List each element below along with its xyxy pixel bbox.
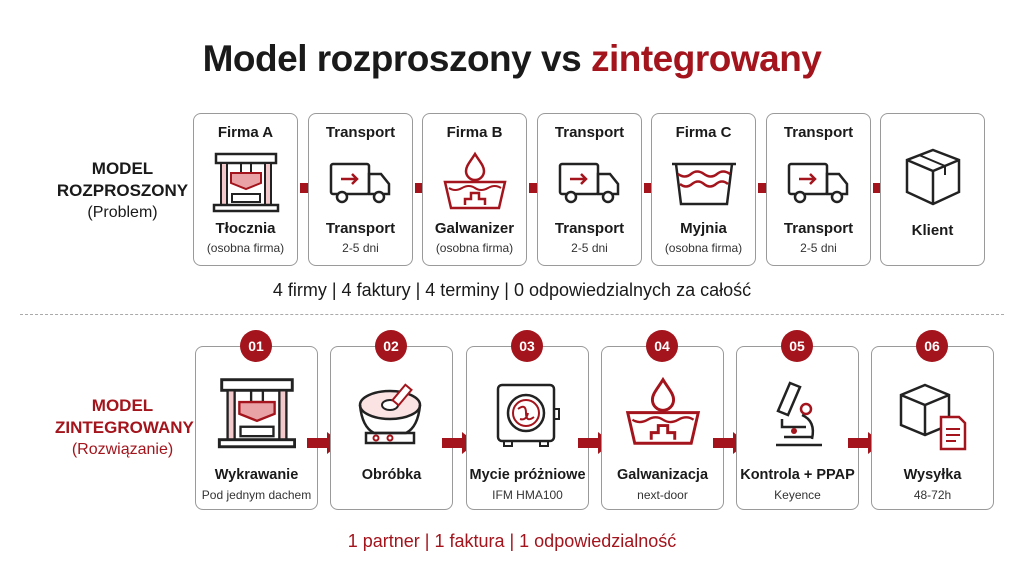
- title-accent: zintegrowany: [590, 38, 822, 79]
- label-sub: (Rozwiązanie): [71, 441, 174, 458]
- step-card: Firma B Galwanizer (osobna firma): [422, 113, 527, 266]
- step-name: Galwanizer: [434, 220, 515, 237]
- label-line1: MODEL: [91, 159, 154, 178]
- microscope-icon: [758, 375, 838, 455]
- step-subtitle: Pod jednym dachem: [201, 488, 312, 502]
- washer-icon: [670, 150, 738, 214]
- step-header: Transport: [325, 124, 396, 141]
- step-name: Klient: [911, 222, 954, 239]
- label-line2: ZINTEGROWANY: [55, 418, 194, 437]
- distributed-summary: 4 firmy | 4 faktury | 4 terminy | 0 odpo…: [272, 280, 752, 300]
- step-name: Myjnia: [680, 220, 727, 237]
- box-document-icon: [893, 375, 973, 455]
- truck-icon: [785, 150, 853, 214]
- page-title: Model rozproszony vs zintegrowany: [0, 38, 1024, 80]
- press-icon: [212, 150, 280, 214]
- box-icon: [899, 144, 967, 208]
- label-sub: (Problem): [87, 204, 158, 221]
- step-name: Transport: [783, 220, 854, 237]
- step-number-badge: 06: [916, 330, 948, 362]
- plating-bath-icon: [623, 375, 703, 455]
- title-main: Model rozproszony vs: [202, 38, 591, 79]
- step-number-badge: 03: [511, 330, 543, 362]
- step-subtitle: 2-5 dni: [342, 241, 379, 255]
- step-subtitle: 2-5 dni: [571, 241, 608, 255]
- step-number-badge: 05: [781, 330, 813, 362]
- step-card: Kontrola + PPAP Keyence: [736, 346, 859, 510]
- step-card: Wysyłka 48-72h: [871, 346, 994, 510]
- vibratory-bowl-icon: [352, 375, 432, 455]
- truck-icon: [556, 150, 624, 214]
- step-header: Firma B: [446, 124, 503, 141]
- integrated-summary: 1 partner | 1 faktura | 1 odpowiedzialno…: [347, 531, 677, 551]
- step-name: Obróbka: [361, 467, 422, 483]
- step-header: Firma C: [675, 124, 732, 141]
- step-subtitle: Keyence: [774, 488, 821, 502]
- label-line1: MODEL: [91, 396, 154, 415]
- step-subtitle: (osobna firma): [435, 241, 514, 255]
- truck-icon: [327, 150, 395, 214]
- plating-bath-icon: [441, 150, 509, 214]
- step-number-badge: 02: [375, 330, 407, 362]
- step-name: Wysyłka: [903, 467, 962, 483]
- step-name: Tłocznia: [215, 220, 276, 237]
- step-card: Galwanizacja next-door: [601, 346, 724, 510]
- step-name: Galwanizacja: [616, 467, 709, 483]
- step-subtitle: 48-72h: [913, 488, 952, 502]
- step-subtitle: (osobna firma): [664, 241, 743, 255]
- step-subtitle: (osobna firma): [206, 241, 285, 255]
- step-name: Kontrola + PPAP: [740, 467, 855, 483]
- step-subtitle: next-door: [637, 488, 688, 502]
- divider: [20, 314, 1004, 315]
- step-name: Transport: [554, 220, 625, 237]
- step-subtitle: IFM HMA100: [492, 488, 563, 502]
- step-card: Obróbka: [330, 346, 453, 510]
- step-card: Firma C Myjnia (osobna firma): [651, 113, 756, 266]
- step-header: Firma A: [217, 124, 274, 141]
- press-icon: [217, 375, 297, 455]
- step-header: Transport: [783, 124, 854, 141]
- step-number-badge: 04: [646, 330, 678, 362]
- step-name: Transport: [325, 220, 396, 237]
- distributed-model-label: MODEL ROZPROSZONY (Problem): [55, 158, 190, 224]
- step-name: Wykrawanie: [214, 467, 299, 483]
- integrated-model-label: MODEL ZINTEGROWANY (Rozwiązanie): [55, 395, 194, 461]
- step-number-badge: 01: [240, 330, 272, 362]
- step-name: Mycie próżniowe: [469, 467, 586, 483]
- vacuum-washer-icon: [488, 375, 568, 455]
- step-subtitle: 2-5 dni: [800, 241, 837, 255]
- step-card: Firma A Tłocznia (osobna firma): [193, 113, 298, 266]
- step-card: Klient: [880, 113, 985, 266]
- label-line2: ROZPROSZONY: [56, 181, 189, 200]
- step-header: Transport: [554, 124, 625, 141]
